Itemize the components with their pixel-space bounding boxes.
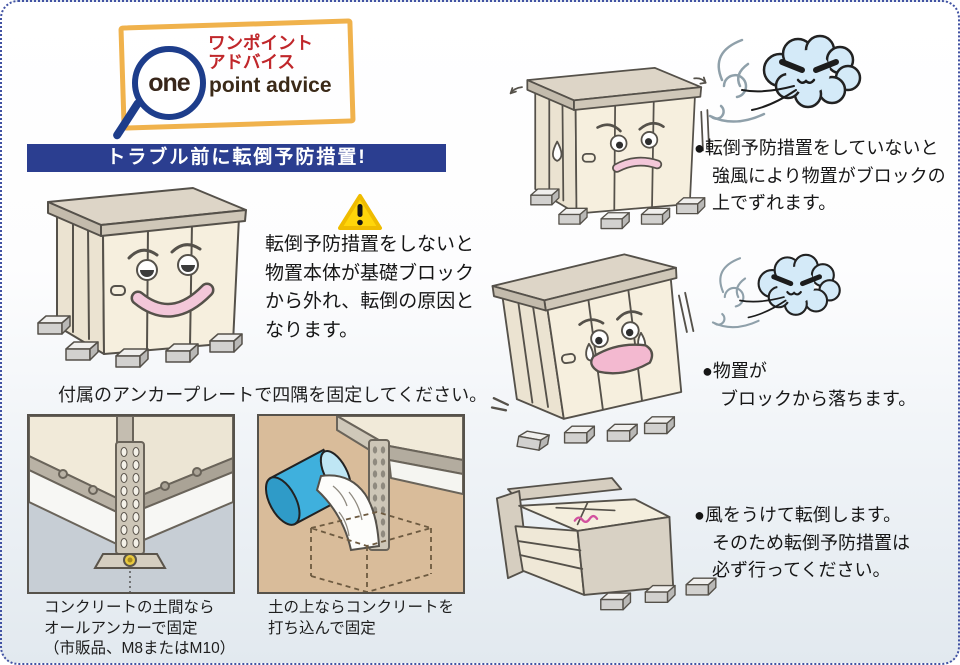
door-handle <box>110 285 126 296</box>
poured-concrete <box>315 474 381 552</box>
base-face <box>576 516 675 596</box>
consequence-text-2: ●物置が ブロックから落ちます。 <box>702 361 917 409</box>
eyebrows <box>127 243 202 260</box>
section-title-banner: トラブル前に転倒予防措置! <box>27 144 446 172</box>
foundation-blocks <box>530 188 706 230</box>
wind-swirl-lines <box>708 38 766 123</box>
roof-edge <box>507 477 623 502</box>
foundation-blocks <box>37 315 243 368</box>
concrete-anchor-illustration <box>29 416 233 592</box>
wind-swirl-lines <box>711 257 760 329</box>
side-wall <box>514 525 586 596</box>
scattered-blocks <box>516 416 676 451</box>
cloud-angry-face <box>739 274 822 319</box>
anchor-plate-holes <box>120 447 140 548</box>
cloud-angry-face <box>741 59 839 111</box>
wailing-mouth <box>590 343 654 375</box>
wind-cloud-icon <box>711 253 841 329</box>
warning-triangle-icon <box>338 194 382 230</box>
dizzy-x-mark <box>555 501 616 526</box>
tipped-over-shed-illustration <box>495 477 717 611</box>
logo-japanese-title: ワンポイント アドバイス <box>208 33 313 72</box>
logo-one-text: one <box>148 68 190 97</box>
anchor-instruction: 付属のアンカープレートで四隅を固定してください。 <box>58 385 488 405</box>
photo-concrete-anchor <box>27 414 235 594</box>
dizzy-squiggle <box>573 514 599 523</box>
wind-cloud-icon <box>708 34 862 123</box>
happy-shed-illustration <box>37 187 247 368</box>
cloud-body <box>762 34 862 109</box>
anchor-plate <box>115 441 145 555</box>
shift-motion-marks <box>509 76 710 152</box>
photo2-caption: 土の上ならコンクリートを 打ち込んで固定 <box>268 599 455 637</box>
falling-shed-illustration <box>490 253 695 451</box>
cloud-body <box>757 253 841 316</box>
worried-shed-illustration <box>509 66 710 230</box>
dig-hole-outline <box>307 511 435 592</box>
photo-soil-anchor <box>257 414 465 594</box>
bucket-icon <box>264 448 352 526</box>
worried-eyebrows <box>596 122 665 133</box>
sweat-drop <box>552 140 563 162</box>
sad-eyebrows <box>578 310 643 326</box>
poured-concrete-illustration <box>259 416 463 592</box>
caution-text: 転倒予防措置をしないと 物置本体が基礎ブロック から外れ、転倒の原因と なります… <box>265 234 475 341</box>
consequence-text-3: ●風をうけて転倒します。 そのため転倒予防措置は 必ず行ってください。 <box>694 505 910 580</box>
magnifier-icon: one <box>132 46 206 120</box>
consequence-text-1: ●転倒予防措置をしていないと 強風により物置がブロックの 上でずれます。 <box>694 138 946 213</box>
logo-english-title: point advice <box>209 74 332 97</box>
scattered-blocks <box>600 577 717 611</box>
impact-marks <box>490 397 509 412</box>
photo1-caption: コンクリートの土間なら オールアンカーで固定 （市販品、M8またはM10） <box>44 599 236 657</box>
